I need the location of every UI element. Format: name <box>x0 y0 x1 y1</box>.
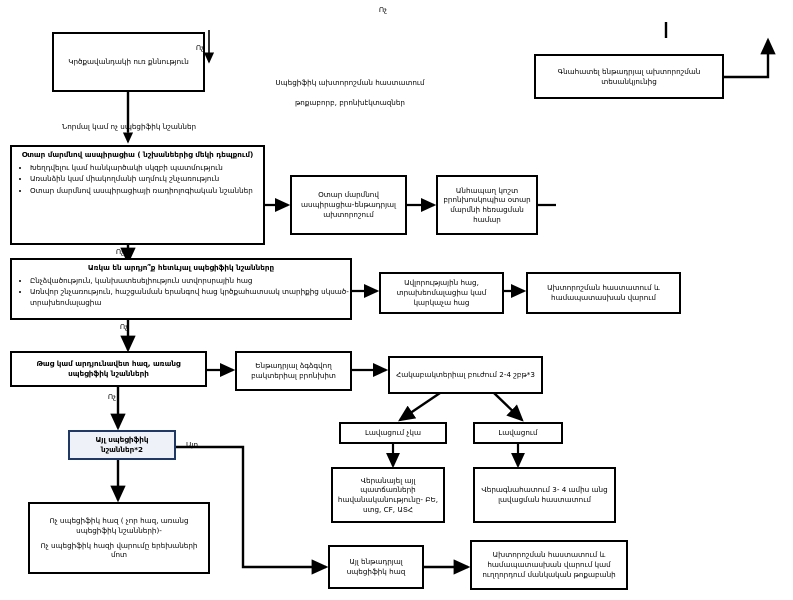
node-presumed-pbb[interactable]: Ենթադրյալ ձգձգվող բակտերիալ բրոնխիտ <box>235 351 352 391</box>
node-other-presumed-specific[interactable]: Այլ ենթադրյալ սպեցիֆիկ հազ <box>328 545 424 589</box>
node-rigid-bronchoscopy-text: Անհապաղ կոշտ բրոնխոսկոպիա օտար մարմնի հե… <box>443 185 531 224</box>
node-rigid-bronchoscopy[interactable]: Անհապաղ կոշտ բրոնխոսկոպիա օտար մարմնի հե… <box>436 175 538 235</box>
node-wet-cough[interactable]: Թաց կամ արդյունավետ հազ, առանց սպեցիֆիկ … <box>10 351 207 387</box>
node-foreign-presumptive[interactable]: Օտար մարմնով ասպիրացիա-ենթադրյալ ախտորոշ… <box>290 175 407 235</box>
node-confirm-diagnosis-treat-text: Ախտորոշման հաստատում և համապատասխան վարո… <box>547 283 660 302</box>
node-specific-signs-header: Առկա են արդյո՞ք հետևյալ սպեցիֆիկ նշաններ… <box>87 263 275 272</box>
node-foreign-presumptive-text: Օտար մարմնով ասպիրացիա-ենթադրյալ ախտորոշ… <box>300 190 397 219</box>
node-wet-cough-text: Թաց կամ արդյունավետ հազ, առանց սպեցիֆիկ … <box>36 359 181 378</box>
node-improvement[interactable]: Լավացում <box>473 422 563 444</box>
node-nonspecific-cough[interactable]: Ոչ սպեցիֆիկ հազ ( չոր հազ, առանց սպեցիֆի… <box>28 502 210 574</box>
list-item: Խեղդվելու կամ հանկարծակի սկզբի պատմությո… <box>30 163 273 173</box>
node-review-other-causes-text: Վերանայել այլ պատճառների հավանականությու… <box>337 475 439 514</box>
label-no-after-specific: Ոչ <box>119 322 129 331</box>
node-specific-signs-bullets: Ընչձվածություն, կանխատեսելիություն ստվոր… <box>16 276 360 309</box>
label-no-after-wet: Ոչ <box>107 392 117 401</box>
node-foreign-body[interactable]: Օտար մարմնով ասպիրացիա ( նշխանեերից մեկի… <box>10 145 265 245</box>
node-reassess-3-4-months-text: Վերագնահատում 3- 4 ամիս անց լավացման հաս… <box>481 485 608 504</box>
node-presumed-pbb-text: Ենթադրյալ ձգձգվող բակտերիալ բրոնխիտ <box>251 361 336 380</box>
node-foreign-body-bullets: Խեղդվելու կամ հանկարծակի սկզբի պատմությո… <box>16 163 273 197</box>
label-specific-diagnosis-line2: թոքաբորբ, բրոնխէկտազներ <box>295 98 405 107</box>
node-antibacterial-treatment-text: Հակաբակտերիալ բուժում 2-4 շբթ*3 <box>396 370 535 380</box>
label-yes-other-specific: Այո <box>185 440 198 449</box>
list-item: Ընչձվածություն, կանխատեսելիություն ստվոր… <box>30 276 360 286</box>
node-other-presumed-specific-text: Այլ ենթադրյալ սպեցիֆիկ հազ <box>346 557 406 576</box>
node-nonspecific-cough-line2: Ոչ սպեցիֆիկ հազի վարումը երեխաների մոտ <box>40 540 198 560</box>
node-nonspecific-cough-line1: Ոչ սպեցիֆիկ հազ ( չոր հազ, առանց սպեցիֆի… <box>49 516 189 535</box>
node-improvement-text: Լավացում <box>498 428 538 438</box>
node-reassess-3-4-months[interactable]: Վերագնահատում 3- 4 ամիս անց լավացման հաս… <box>473 467 616 523</box>
node-confirm-diagnosis-treat[interactable]: Ախտորոշման հաստատում և համապատասխան վարո… <box>526 272 681 314</box>
node-review-other-causes[interactable]: Վերանայել այլ պատճառների հավանականությու… <box>331 467 445 523</box>
node-chest-exam-text: Կրծքավանդակի ուռ քննություն <box>68 57 189 67</box>
list-item: Առանձին կամ միակողմանի աղմուկ շնչառությո… <box>30 174 273 184</box>
label-normal-exam: Նորմալ կամ ոչ սպեցիֆիկ նշաններ <box>62 122 197 131</box>
node-confirm-and-manage[interactable]: Ախտորոշման հաստատում և համապատասխան վարո… <box>470 540 628 590</box>
node-croupy-cough-text: Ավլորությային հաց, տրախեոմալացիա կամ կար… <box>396 278 487 307</box>
label-top-no: Ոչ <box>378 5 388 14</box>
node-chest-exam[interactable]: Կրծքավանդակի ուռ քննություն <box>52 32 205 92</box>
node-antibacterial-treatment[interactable]: Հակաբակտերիալ բուժում 2-4 շբթ*3 <box>388 356 543 394</box>
list-item: Օտար մարմնով ասպիրացիայի ռադիոլոգիական ն… <box>30 186 273 196</box>
node-confirm-and-manage-text: Ախտորոշման հաստատում և համապատասխան վարո… <box>482 550 616 579</box>
node-no-improvement-text: Լավացում չկա <box>365 428 421 438</box>
label-no-after-foreign: Ոչ <box>115 247 125 256</box>
node-evaluate-presumptive-text: Գնահատել ենթադրյալ ախտորոշման տեսանկյուն… <box>557 66 701 86</box>
list-item: Առնվոր շնչառություն, հաշցանման երանգով հ… <box>30 287 360 308</box>
label-specific-diagnosis-line1: Սպեցիֆիկ ախտորոշման հաստատում <box>275 78 425 87</box>
node-other-specific-signs-text: Այլ սպեցիֆիկ նշաններ*2 <box>95 435 149 454</box>
node-no-improvement[interactable]: Լավացում չկա <box>339 422 447 444</box>
node-foreign-body-header: Օտար մարմնով ասպիրացիա ( նշխանեերից մեկի… <box>21 150 254 159</box>
node-croupy-cough[interactable]: Ավլորությային հաց, տրախեոմալացիա կամ կար… <box>379 272 504 314</box>
node-evaluate-presumptive[interactable]: Գնահատել ենթադրյալ ախտորոշման տեսանկյուն… <box>534 54 724 99</box>
node-specific-signs[interactable]: Առկա են արդյո՞ք հետևյալ սպեցիֆիկ նշաններ… <box>10 258 352 320</box>
node-other-specific-signs[interactable]: Այլ սպեցիֆիկ նշաններ*2 <box>68 430 176 460</box>
label-box1-no: Ոչ <box>195 43 205 52</box>
